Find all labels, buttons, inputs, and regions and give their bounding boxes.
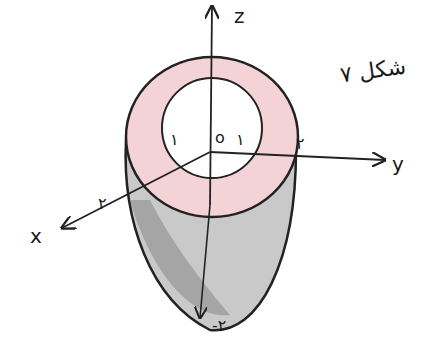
figure-caption: شکل ۷	[339, 56, 407, 87]
y-axis	[210, 152, 385, 160]
axis-label: y	[392, 154, 404, 174]
axis-label: x	[30, 226, 42, 246]
tick-number: ۲	[98, 196, 107, 212]
tick-number: ۱	[170, 132, 179, 148]
z-axis	[210, 6, 212, 205]
tick-number: -۲	[212, 318, 226, 334]
tick-number: ۲	[296, 136, 305, 152]
origin-label: o	[215, 130, 225, 146]
tick-number: ۱	[236, 132, 245, 148]
x-axis	[62, 152, 210, 228]
axis-label: z	[234, 6, 245, 26]
lower-axis	[200, 205, 210, 318]
